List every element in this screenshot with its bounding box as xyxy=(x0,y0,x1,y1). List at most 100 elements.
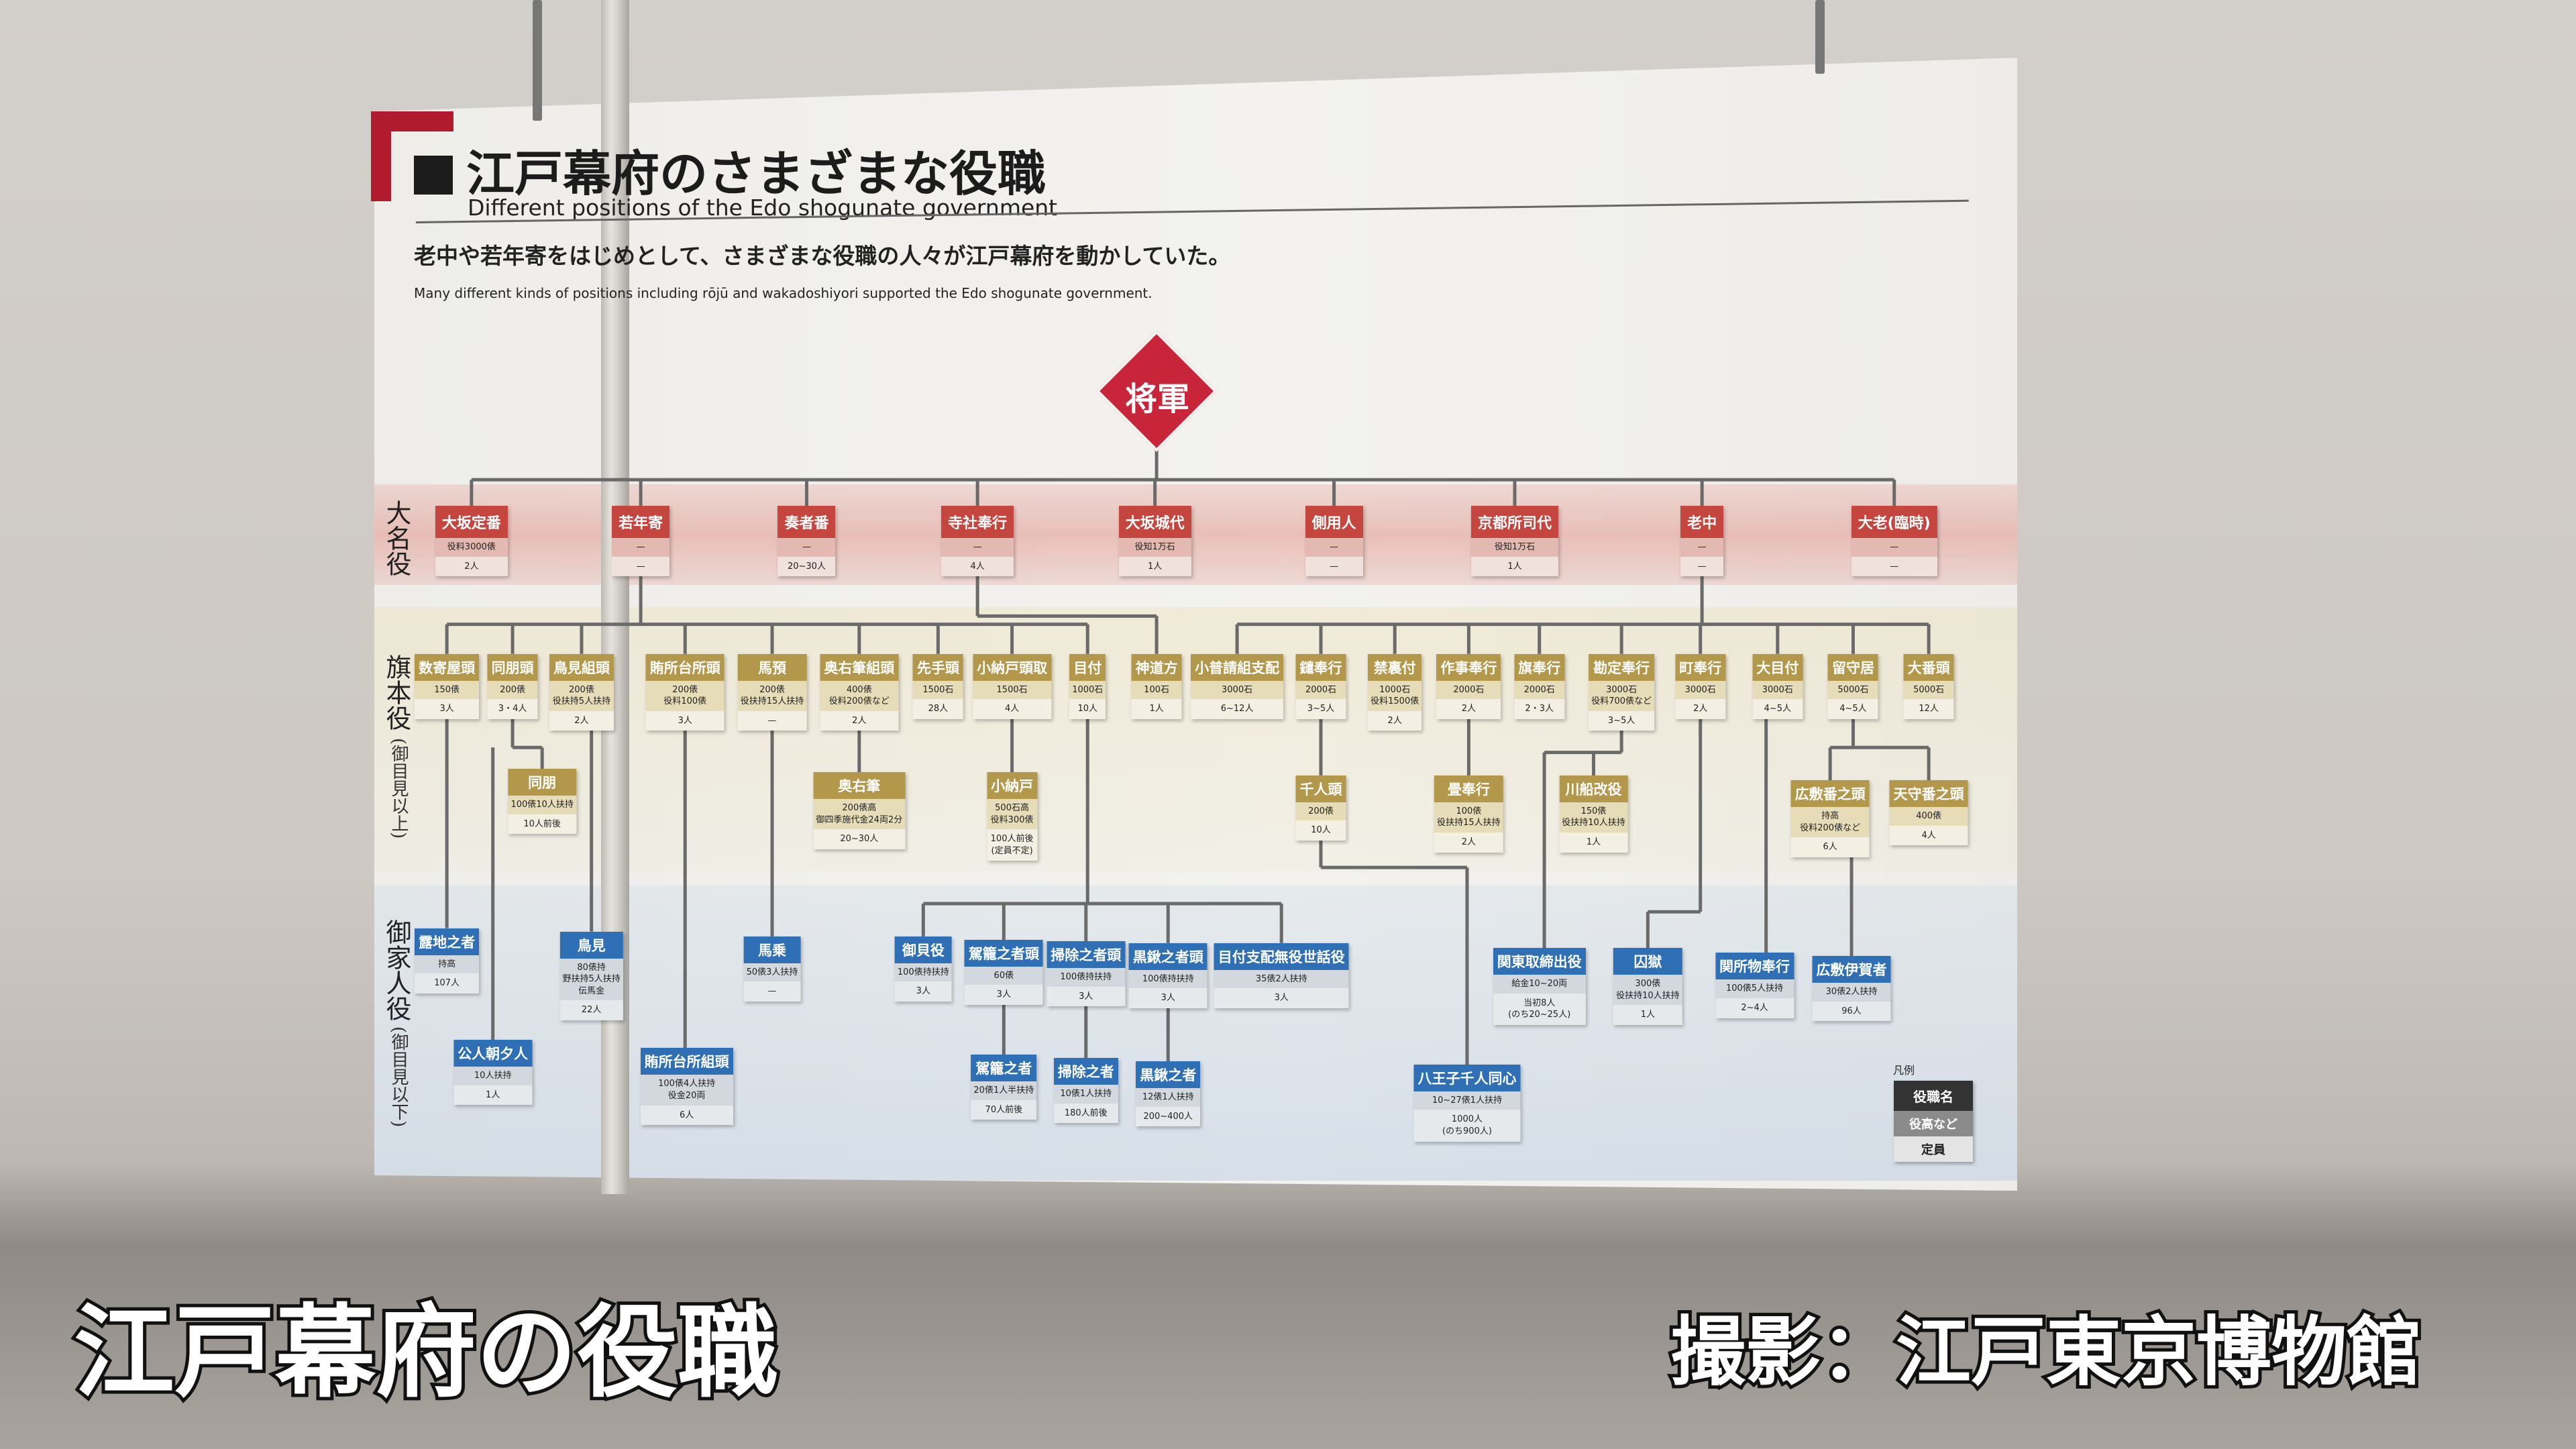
position-name: 賄所台所頭 xyxy=(645,653,724,681)
position-name: 駕籠之者頭 xyxy=(964,939,1043,967)
hanging-wire xyxy=(1815,0,1825,74)
position-stipend: 100俵4人扶持 役金20両 xyxy=(640,1075,733,1106)
panel-title: 江戸幕府のさまざまな役職 xyxy=(466,146,1046,202)
position-stipend: 1500石 xyxy=(973,680,1052,700)
position-stipend: 400俵 xyxy=(1889,807,1968,826)
position-count: 3人 xyxy=(1214,988,1349,1008)
position-count: 6人 xyxy=(640,1105,733,1126)
position-count: 1人 xyxy=(1131,699,1182,719)
position-stipend: 3000石 xyxy=(1191,680,1284,700)
lead-text-ja: 老中や若年寄をはじめとして、さまざまな役職の人々が江戸幕府を動かしていた。 xyxy=(414,243,1231,269)
position-count: 2~4人 xyxy=(1715,998,1794,1018)
position-stipend: 80俵持 野扶持5人扶持 伝馬金 xyxy=(559,958,623,1001)
position-count: — xyxy=(743,981,801,1002)
position-name: 八王子千人同心 xyxy=(1413,1064,1521,1091)
position-stipend: 10俵1人扶持 xyxy=(1053,1085,1118,1104)
legend-title: 凡例 xyxy=(1893,1064,1915,1077)
position-name: 若年寄 xyxy=(612,506,670,539)
hanging-wire xyxy=(533,0,542,121)
hatamoto-band xyxy=(374,607,2017,872)
position-name: 留守居 xyxy=(1827,653,1878,681)
position-count: 4人 xyxy=(973,699,1052,719)
position-name: 囚獄 xyxy=(1613,948,1682,975)
position-count: 1人 xyxy=(1118,556,1191,577)
position-stipend: 60俵 xyxy=(964,966,1043,985)
position-name: 大番頭 xyxy=(1903,653,1954,681)
position-count: 10人 xyxy=(1295,820,1346,841)
row-label-gokenin: 御家人役 xyxy=(382,919,411,1021)
daimyo-position-box: 寺社奉行—4人 xyxy=(941,506,1014,577)
position-name: 大坂定番 xyxy=(435,506,508,539)
position-count: — xyxy=(612,556,670,577)
title-square-icon xyxy=(414,156,453,195)
position-count: 2人 xyxy=(820,710,899,731)
position-count: 28人 xyxy=(912,699,963,719)
position-name: 広敷伊賀者 xyxy=(1812,956,1891,983)
position-stipend: 20俵1人半扶持 xyxy=(971,1081,1037,1100)
position-name: 同朋頭 xyxy=(487,653,538,681)
position-stipend: 100俵5人扶持 xyxy=(1715,979,1794,998)
position-stipend: 5000石 xyxy=(1827,680,1878,700)
position-stipend: 30俵2人扶持 xyxy=(1812,983,1891,1002)
position-name: 鳥見組頭 xyxy=(549,653,614,681)
position-stipend: 給金10~20両 xyxy=(1493,975,1586,994)
position-stipend: 2000石 xyxy=(1514,680,1565,700)
position-name: 大老(臨時) xyxy=(1851,506,1937,539)
position-name: 馬乗 xyxy=(743,936,801,963)
position-count: 1人 xyxy=(1559,833,1628,853)
position-count: 1000人 (のち900人) xyxy=(1413,1110,1521,1142)
position-count: 2人 xyxy=(1436,699,1501,719)
row-sublabel-hatamoto: (御目見以上) xyxy=(388,738,409,839)
position-stipend: — xyxy=(1305,538,1363,557)
position-name: 神道方 xyxy=(1131,653,1182,681)
position-count: 3・4人 xyxy=(487,699,538,719)
position-stipend: 100俵 役扶持15人扶持 xyxy=(1434,802,1503,833)
shogun-label: 将軍 xyxy=(1124,380,1189,418)
position-name: 川船改役 xyxy=(1559,775,1628,802)
row-sublabel-gokenin: (御目見以下) xyxy=(388,1026,409,1128)
position-name: 側用人 xyxy=(1305,506,1363,539)
legend: 役職名 役高など 定員 xyxy=(1894,1081,1973,1162)
legend-stipend: 役高など xyxy=(1894,1111,1973,1136)
position-name: 駕籠之者 xyxy=(971,1055,1037,1082)
position-count: — xyxy=(1680,556,1724,577)
position-count: 20~30人 xyxy=(813,829,906,849)
position-stipend: — xyxy=(612,538,670,557)
position-name: 関所物奉行 xyxy=(1715,953,1794,980)
position-name: 掃除之者頭 xyxy=(1046,941,1126,969)
position-count: 1人 xyxy=(1613,1005,1682,1025)
position-stipend: — xyxy=(1851,538,1937,557)
position-stipend: 10人扶持 xyxy=(453,1067,533,1085)
position-count: 3人 xyxy=(1128,988,1208,1008)
position-stipend: 2000石 xyxy=(1295,680,1346,700)
position-count: 4人 xyxy=(1889,825,1968,846)
position-count: 4~5人 xyxy=(1827,699,1878,719)
position-name: 先手頭 xyxy=(912,653,963,681)
row-label-hatamoto: 旗本役 xyxy=(382,654,411,731)
position-stipend: — xyxy=(1680,538,1724,557)
position-name: 小普請組支配 xyxy=(1191,653,1284,681)
position-stipend: 持高 xyxy=(415,955,480,974)
position-name: 馬預 xyxy=(737,653,807,681)
position-count: 3人 xyxy=(964,985,1043,1005)
position-stipend: 400俵 役料200俵など xyxy=(820,680,899,711)
position-name: 禁裏付 xyxy=(1368,653,1422,681)
